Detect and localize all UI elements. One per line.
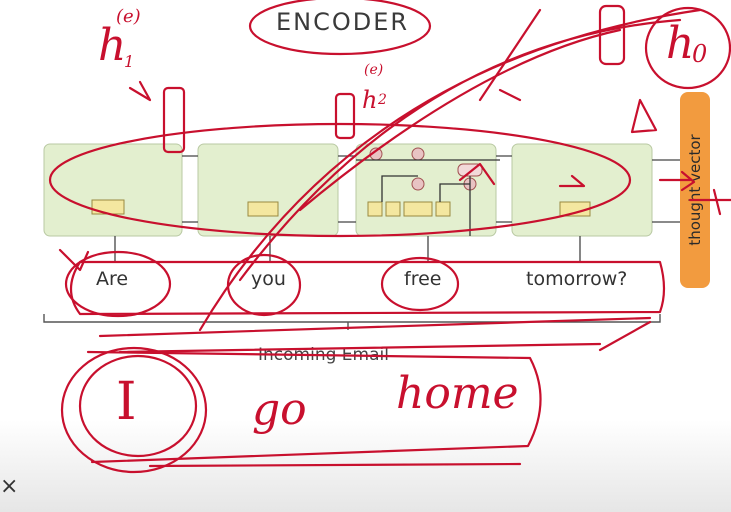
annotation-target-word-3: home bbox=[396, 368, 519, 419]
annotation-h1: h bbox=[98, 20, 127, 71]
encoder-title: ENCODER bbox=[276, 8, 410, 36]
input-word-4: tomorrow? bbox=[526, 268, 628, 290]
ink-target-I-loop-inner bbox=[78, 354, 198, 458]
annotation-h0-sub: 0 bbox=[692, 40, 708, 68]
input-word-2: you bbox=[251, 268, 286, 290]
input-word-1: Are bbox=[96, 268, 129, 290]
annotation-h2-sup: (e) bbox=[364, 62, 384, 78]
thought-vector-box: thought vector bbox=[680, 92, 710, 288]
ink-output-tick bbox=[688, 188, 731, 216]
ink-strokes bbox=[478, 8, 658, 134]
annotation-target-word-2: go bbox=[252, 384, 307, 435]
ink-underline bbox=[148, 462, 522, 468]
ink-h1-arrow bbox=[128, 80, 152, 102]
lstm-cell-3 bbox=[355, 143, 500, 237]
ink-word3-loop bbox=[380, 256, 460, 312]
annotation-h1-sup: (e) bbox=[116, 6, 141, 27]
lstm-cell-1 bbox=[43, 143, 183, 237]
annotation-h2-sub: 2 bbox=[378, 92, 387, 108]
ink-h0-loop bbox=[644, 6, 731, 90]
input-word-3: free bbox=[404, 268, 442, 290]
ink-cell-arrows bbox=[458, 162, 586, 188]
ink-caption-arrows bbox=[98, 316, 652, 354]
ink-sweep-lines bbox=[198, 8, 702, 332]
ink-target-I-loop bbox=[60, 346, 208, 474]
ink-left-arrow bbox=[58, 248, 90, 272]
bottom-shade bbox=[0, 420, 731, 512]
close-icon[interactable]: × bbox=[0, 474, 19, 499]
ink-word1-loop bbox=[64, 250, 172, 318]
lstm-cell-2 bbox=[197, 143, 339, 237]
lstm-cell-4 bbox=[511, 143, 653, 237]
ink-h2-vector bbox=[334, 92, 356, 140]
ink-target-box bbox=[86, 350, 542, 464]
ink-h1-vector bbox=[162, 86, 186, 154]
annotation-h2: h bbox=[362, 86, 378, 114]
annotation-h0: h bbox=[666, 18, 695, 69]
ink-cells-loop bbox=[48, 122, 632, 238]
input-connectors bbox=[114, 236, 581, 262]
ink-word2-loop bbox=[226, 253, 302, 317]
ink-encoder-loop bbox=[248, 0, 432, 56]
annotation-target-word-1: I bbox=[116, 372, 137, 432]
ink-output-arrow bbox=[658, 170, 696, 192]
annotation-h1-sub: 1 bbox=[124, 52, 135, 71]
ink-words-box bbox=[69, 260, 666, 316]
